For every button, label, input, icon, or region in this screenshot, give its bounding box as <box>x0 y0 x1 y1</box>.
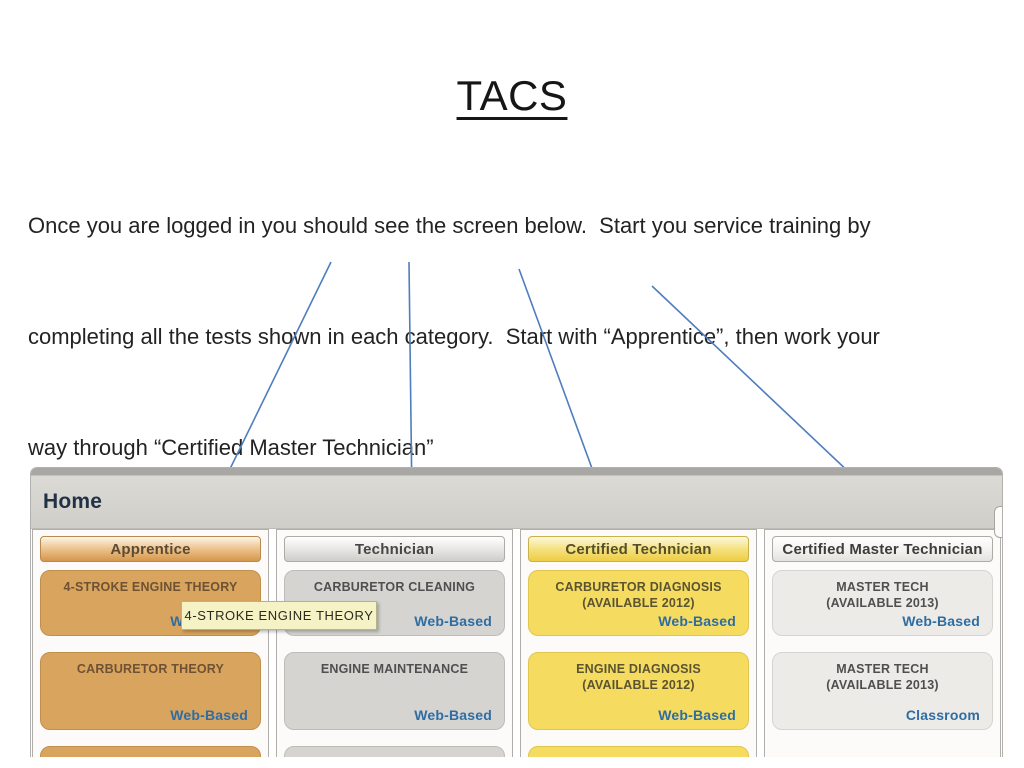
window-top-edge <box>31 468 1002 476</box>
category-header-certified-master-technician[interactable]: Certified Master Technician <box>772 536 993 562</box>
course-card-engine-diagnosis[interactable]: ENGINE DIAGNOSIS (AVAILABLE 2012) Web-Ba… <box>528 652 749 730</box>
course-title: GX/GXV REBUILD <box>529 755 748 757</box>
category-columns: Apprentice 4-STROKE ENGINE THEORY Web-Ba… <box>31 529 1002 757</box>
intro-line: Once you are logged in you should see th… <box>28 213 871 238</box>
course-card-engine-maintenance[interactable]: ENGINE MAINTENANCE Web-Based <box>284 652 505 730</box>
course-availability: (AVAILABLE 2013) <box>826 678 939 692</box>
delivery-label: Web-Based <box>902 613 980 629</box>
column-apprentice: Apprentice 4-STROKE ENGINE THEORY Web-Ba… <box>32 529 269 757</box>
course-card-master-tech-web[interactable]: MASTER TECH (AVAILABLE 2013) Web-Based <box>772 570 993 636</box>
course-availability: (AVAILABLE 2012) <box>582 596 695 610</box>
course-title: ENGINE DIAGNOSIS <box>576 662 701 676</box>
delivery-label: Web-Based <box>658 707 736 723</box>
course-title: MASTER TECH <box>836 662 929 676</box>
column-certified-technician: Certified Technician CARBURETOR DIAGNOSI… <box>520 529 757 757</box>
course-title: CARBURETOR DIAGNOSIS <box>555 580 722 594</box>
delivery-label: Web-Based <box>414 707 492 723</box>
category-header-technician[interactable]: Technician <box>284 536 505 562</box>
course-title: CARBURETOR CLEANING <box>313 580 476 594</box>
app-header: Home <box>31 476 1002 538</box>
category-header-certified-technician[interactable]: Certified Technician <box>528 536 749 562</box>
course-card-carburetor-theory[interactable]: CARBURETOR THEORY Web-Based <box>40 652 261 730</box>
column-technician: Technician CARBURETOR CLEANING Web-Based… <box>276 529 513 757</box>
intro-line: way through “Certified Master Technician… <box>28 435 434 460</box>
course-card-gx-gxv-rebuild[interactable]: GX/GXV REBUILD <box>528 746 749 757</box>
delivery-label: Web-Based <box>658 613 736 629</box>
course-tooltip: 4-STROKE ENGINE THEORY <box>181 601 377 630</box>
header-corner-button[interactable] <box>994 506 1002 538</box>
course-title: ELECTRICAL FUNDAMENTALS <box>41 755 260 757</box>
course-title: ENGINE MAINTENANCE <box>320 662 469 676</box>
delivery-label: Web-Based <box>170 707 248 723</box>
intro-paragraph: Once you are logged in you should see th… <box>28 133 988 503</box>
column-certified-master-technician: Certified Master Technician MASTER TECH … <box>764 529 1001 757</box>
course-card-carburetor-diagnosis[interactable]: CARBURETOR DIAGNOSIS (AVAILABLE 2012) We… <box>528 570 749 636</box>
course-card-gx-gxv-disassemble[interactable]: GX/GXV DISASSEMBLE, INSPECT & <box>284 746 505 757</box>
course-title: GX/GXV DISASSEMBLE, INSPECT & <box>285 755 504 757</box>
course-card-electrical-fundamentals[interactable]: ELECTRICAL FUNDAMENTALS <box>40 746 261 757</box>
delivery-label: Classroom <box>905 707 980 723</box>
course-title: 4-STROKE ENGINE THEORY <box>63 580 238 594</box>
breadcrumb-home: Home <box>43 490 103 513</box>
category-header-apprentice[interactable]: Apprentice <box>40 536 261 562</box>
course-availability: (AVAILABLE 2013) <box>826 596 939 610</box>
delivery-label: Web-Based <box>414 613 492 629</box>
course-availability: (AVAILABLE 2012) <box>582 678 695 692</box>
tacs-app-window: Home Apprentice 4-STROKE ENGINE THEORY W… <box>30 467 1003 757</box>
course-title: CARBURETOR THEORY <box>76 662 225 676</box>
intro-line: completing all the tests shown in each c… <box>28 324 880 349</box>
page-title: TACS <box>456 72 568 119</box>
course-card-master-tech-classroom[interactable]: MASTER TECH (AVAILABLE 2013) Classroom <box>772 652 993 730</box>
course-title: MASTER TECH <box>836 580 929 594</box>
